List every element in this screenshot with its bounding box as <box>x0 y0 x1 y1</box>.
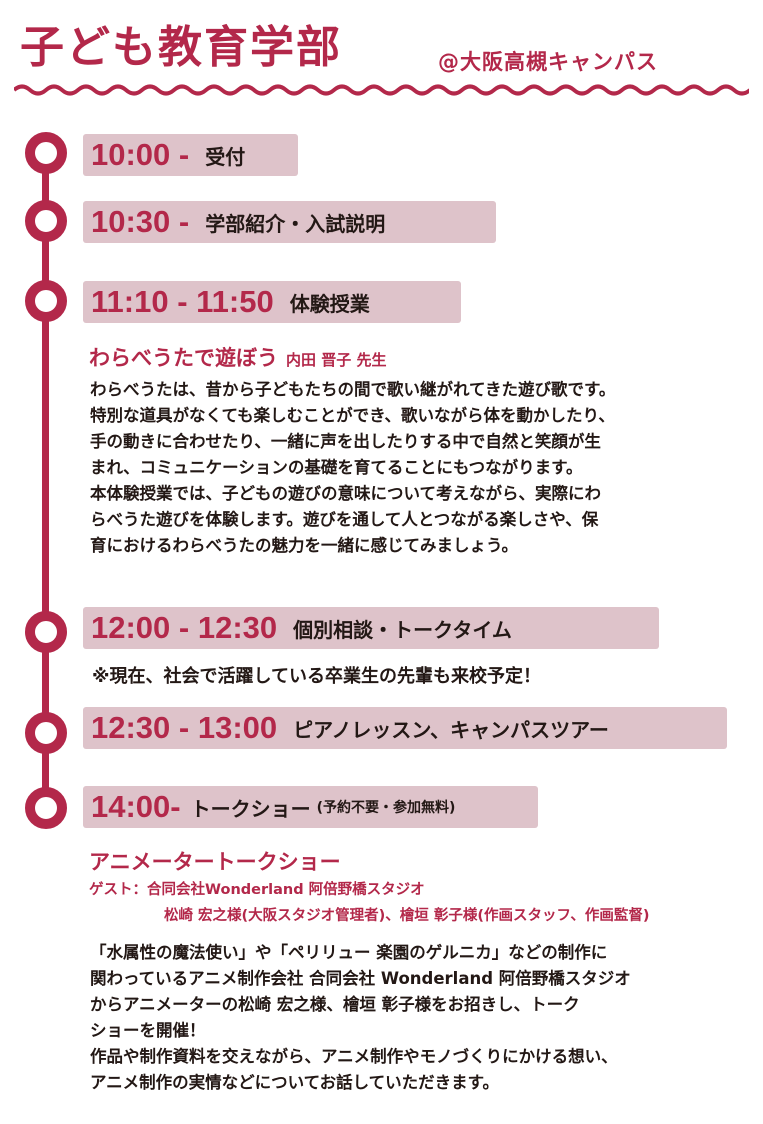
schedule-item-consultation: 12:00 - 12:30 個別相談・トークタイム <box>83 607 659 649</box>
schedule-time: 14:00- <box>91 789 181 824</box>
lesson-name: わらべうたで遊ぼう <box>89 346 278 370</box>
text-line: 特別な道具がなくても楽しむことができ、歌いながら体を動かしたり、 <box>90 406 615 425</box>
consult-note: ※現在、社会で活躍している卒業生の先輩も来校予定！ <box>92 666 541 687</box>
guest-names: 松崎 宏之様(大阪スタジオ管理者)、檜垣 彰子様(作画スタッフ、作画監督) <box>164 908 650 924</box>
text-line: からアニメーターの松崎 宏之様、檜垣 彰子様をお招きし、トーク <box>90 995 580 1014</box>
text-line: ショーを開催！ <box>90 1021 206 1040</box>
text-line: 育におけるわらべうたの魅力を一緒に感じてみましょう。 <box>90 536 519 555</box>
text-line: らべうた遊びを体験します。遊びを通して人とつながる楽しさや、保 <box>90 510 599 529</box>
schedule-label: トークショー <box>190 796 311 821</box>
schedule-time: 12:00 - 12:30 <box>91 610 278 645</box>
schedule-label: 体験授業 <box>289 291 370 316</box>
schedule-label: 受付 <box>205 144 246 169</box>
schedule-label: 個別相談・トークタイム <box>293 617 512 642</box>
schedule-time: 11:10 - 11:50 <box>91 284 274 319</box>
schedule-note: (予約不要・参加無料) <box>316 800 456 816</box>
lesson-description: わらべうたは、昔から子どもたちの間で歌い継がれてきた遊び歌です。 特別な道具がな… <box>90 377 615 559</box>
timeline-dot <box>25 712 67 754</box>
text-line: まれ、コミュニケーションの基礎を育てることにもつながります。 <box>90 458 583 477</box>
campus-label: @大阪高槻キャンパス <box>438 50 658 74</box>
text-line: 本体験授業では、子どもの遊びの意味について考えながら、実際にわ <box>90 484 602 503</box>
guest-line: ゲスト：合同会社Wonderland 阿倍野橋スタジオ <box>89 882 425 898</box>
lesson-title: わらべうたで遊ぼう内田 晋子 先生 <box>89 342 386 372</box>
lecturer-name: 内田 晋子 先生 <box>286 351 387 369</box>
timeline-dot <box>25 200 67 242</box>
schedule-time: 12:30 - 13:00 <box>91 710 278 745</box>
timeline-dot <box>25 280 67 322</box>
schedule-time: 10:30 - <box>91 204 190 239</box>
schedule-label: 学部紹介・入試説明 <box>205 211 386 236</box>
schedule-label: ピアノレッスン、キャンパスツアー <box>293 717 609 742</box>
talk-description: 「水属性の魔法使い」や「ペリリュー 楽園のゲルニカ」などの制作に 関わっているア… <box>90 940 631 1096</box>
schedule-item-piano-tour: 12:30 - 13:00 ピアノレッスン、キャンパスツアー <box>83 707 727 749</box>
schedule-item-talk-show: 14:00- トークショー (予約不要・参加無料) <box>83 786 538 828</box>
schedule-item-reception: 10:00 - 受付 <box>83 134 298 176</box>
page-title: 子ども教育学部 <box>20 22 342 73</box>
text-line: 手の動きに合わせたり、一緒に声を出したりする中で自然と笑顔が生 <box>90 432 601 451</box>
wavy-divider <box>14 84 749 96</box>
text-line: アニメ制作の実情などについてお話していただきます。 <box>90 1073 500 1092</box>
timeline-dot <box>25 132 67 174</box>
timeline-line <box>42 148 49 800</box>
text-line: わらべうたは、昔から子どもたちの間で歌い継がれてきた遊び歌です。 <box>90 380 616 399</box>
talk-title: アニメータートークショー <box>89 850 341 874</box>
text-line: 「水属性の魔法使い」や「ペリリュー 楽園のゲルニカ」などの制作に <box>90 943 608 962</box>
schedule-time: 10:00 - <box>91 137 190 172</box>
timeline-dot <box>25 611 67 653</box>
text-line: 関わっているアニメ制作会社 合同会社 Wonderland 阿倍野橋スタジオ <box>90 969 631 988</box>
schedule-item-intro: 10:30 - 学部紹介・入試説明 <box>83 201 496 243</box>
schedule-item-trial-lesson: 11:10 - 11:50 体験授業 <box>83 281 461 323</box>
text-line: 作品や制作資料を交えながら、アニメ制作やモノづくりにかける想い、 <box>90 1047 618 1066</box>
timeline-dot <box>25 787 67 829</box>
